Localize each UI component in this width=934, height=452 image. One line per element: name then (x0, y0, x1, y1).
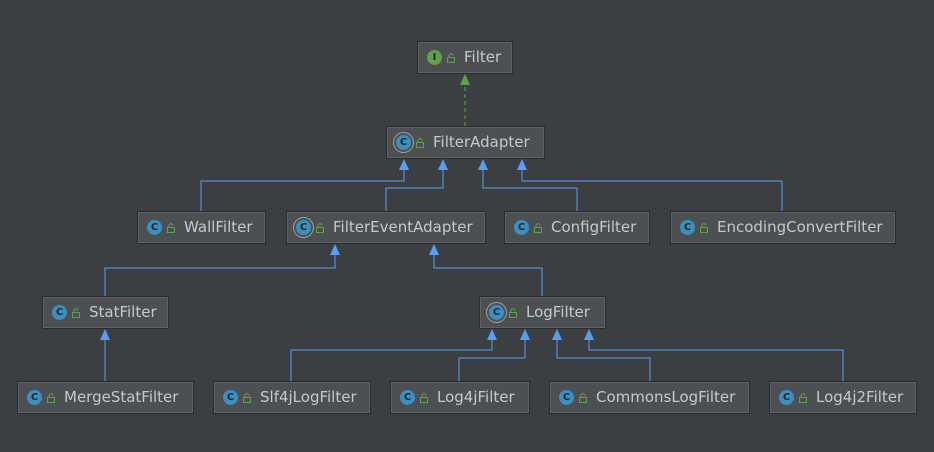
class-icon: C (400, 390, 415, 405)
lock-icon (700, 222, 708, 233)
edge-commons_log_filter-to-log_filter (556, 339, 651, 381)
lock-icon (316, 222, 324, 233)
arrowhead (330, 244, 340, 255)
class-icon: C (680, 220, 695, 235)
arrowhead (517, 159, 527, 170)
node-label: Log4j2Filter (816, 388, 904, 406)
node-label: MergeStatFilter (64, 388, 179, 406)
node-log4j-filter[interactable]: C Log4jFilter (390, 381, 530, 414)
edge-encoding_convert_filter-to-filter_adapter (521, 169, 783, 211)
lock-icon (72, 307, 80, 318)
arrowhead (438, 159, 448, 170)
abstract-class-icon: C (489, 305, 504, 320)
node-label: StatFilter (89, 303, 157, 321)
class-icon: C (514, 220, 529, 235)
edge-config_filter-to-filter_adapter (482, 169, 578, 211)
arrowhead (429, 244, 439, 255)
lock-icon (243, 392, 251, 403)
lock-icon (534, 222, 542, 233)
lock-icon (416, 137, 424, 148)
node-label: Log4jFilter (437, 388, 515, 406)
node-label: FilterEventAdapter (333, 218, 473, 236)
arrowhead (552, 329, 562, 340)
edge-filter_event_adapter-to-filter_adapter (385, 169, 444, 211)
arrowhead (100, 329, 110, 340)
node-log-filter[interactable]: C LogFilter (479, 296, 606, 329)
node-label: Filter (464, 48, 502, 66)
node-label: FilterAdapter (433, 133, 530, 151)
node-wall-filter[interactable]: C WallFilter (137, 211, 266, 244)
node-label: WallFilter (184, 218, 253, 236)
arrowhead (487, 329, 497, 340)
node-config-filter[interactable]: C ConfigFilter (504, 211, 650, 244)
interface-icon: I (427, 50, 442, 65)
class-icon: C (52, 305, 67, 320)
class-icon: C (559, 390, 574, 405)
class-icon: C (223, 390, 238, 405)
lock-icon (47, 392, 55, 403)
node-merge-stat-filter[interactable]: C MergeStatFilter (17, 381, 194, 414)
abstract-class-icon: C (296, 220, 311, 235)
lock-icon (420, 392, 428, 403)
lock-icon (509, 307, 517, 318)
arrowhead (399, 159, 409, 170)
node-label: CommonsLogFilter (596, 388, 736, 406)
node-filter-event-adapter[interactable]: C FilterEventAdapter (286, 211, 486, 244)
abstract-class-icon: C (396, 135, 411, 150)
lock-icon (579, 392, 587, 403)
node-label: LogFilter (526, 303, 590, 321)
edge-slf4j_log_filter-to-log_filter (290, 339, 493, 381)
node-log4j2-filter[interactable]: C Log4j2Filter (769, 381, 917, 414)
class-icon: C (779, 390, 794, 405)
node-stat-filter[interactable]: C StatFilter (42, 296, 169, 329)
node-label: ConfigFilter (551, 218, 637, 236)
node-filter-adapter[interactable]: C FilterAdapter (386, 126, 545, 159)
arrowhead (520, 329, 530, 340)
class-icon: C (27, 390, 42, 405)
edge-wall_filter-to-filter_adapter (200, 169, 405, 211)
lock-icon (167, 222, 175, 233)
node-label: Slf4jLogFilter (260, 388, 357, 406)
node-label: EncodingConvertFilter (717, 218, 883, 236)
edge-stat_filter-to-filter_event_adapter (104, 254, 336, 296)
edge-log4j_filter-to-log_filter (458, 339, 526, 381)
class-icon: C (147, 220, 162, 235)
edge-log_filter-to-filter_event_adapter (433, 254, 543, 296)
arrowhead (478, 159, 488, 170)
lock-icon (447, 52, 455, 63)
edge-log4j2_filter-to-log_filter (588, 339, 844, 381)
node-filter[interactable]: I Filter (417, 41, 513, 74)
arrowhead (460, 74, 470, 85)
node-slf4j-log-filter[interactable]: C Slf4jLogFilter (213, 381, 371, 414)
node-encoding-convert-filter[interactable]: C EncodingConvertFilter (670, 211, 896, 244)
lock-icon (799, 392, 807, 403)
arrowhead (584, 329, 594, 340)
node-commons-log-filter[interactable]: C CommonsLogFilter (549, 381, 750, 414)
